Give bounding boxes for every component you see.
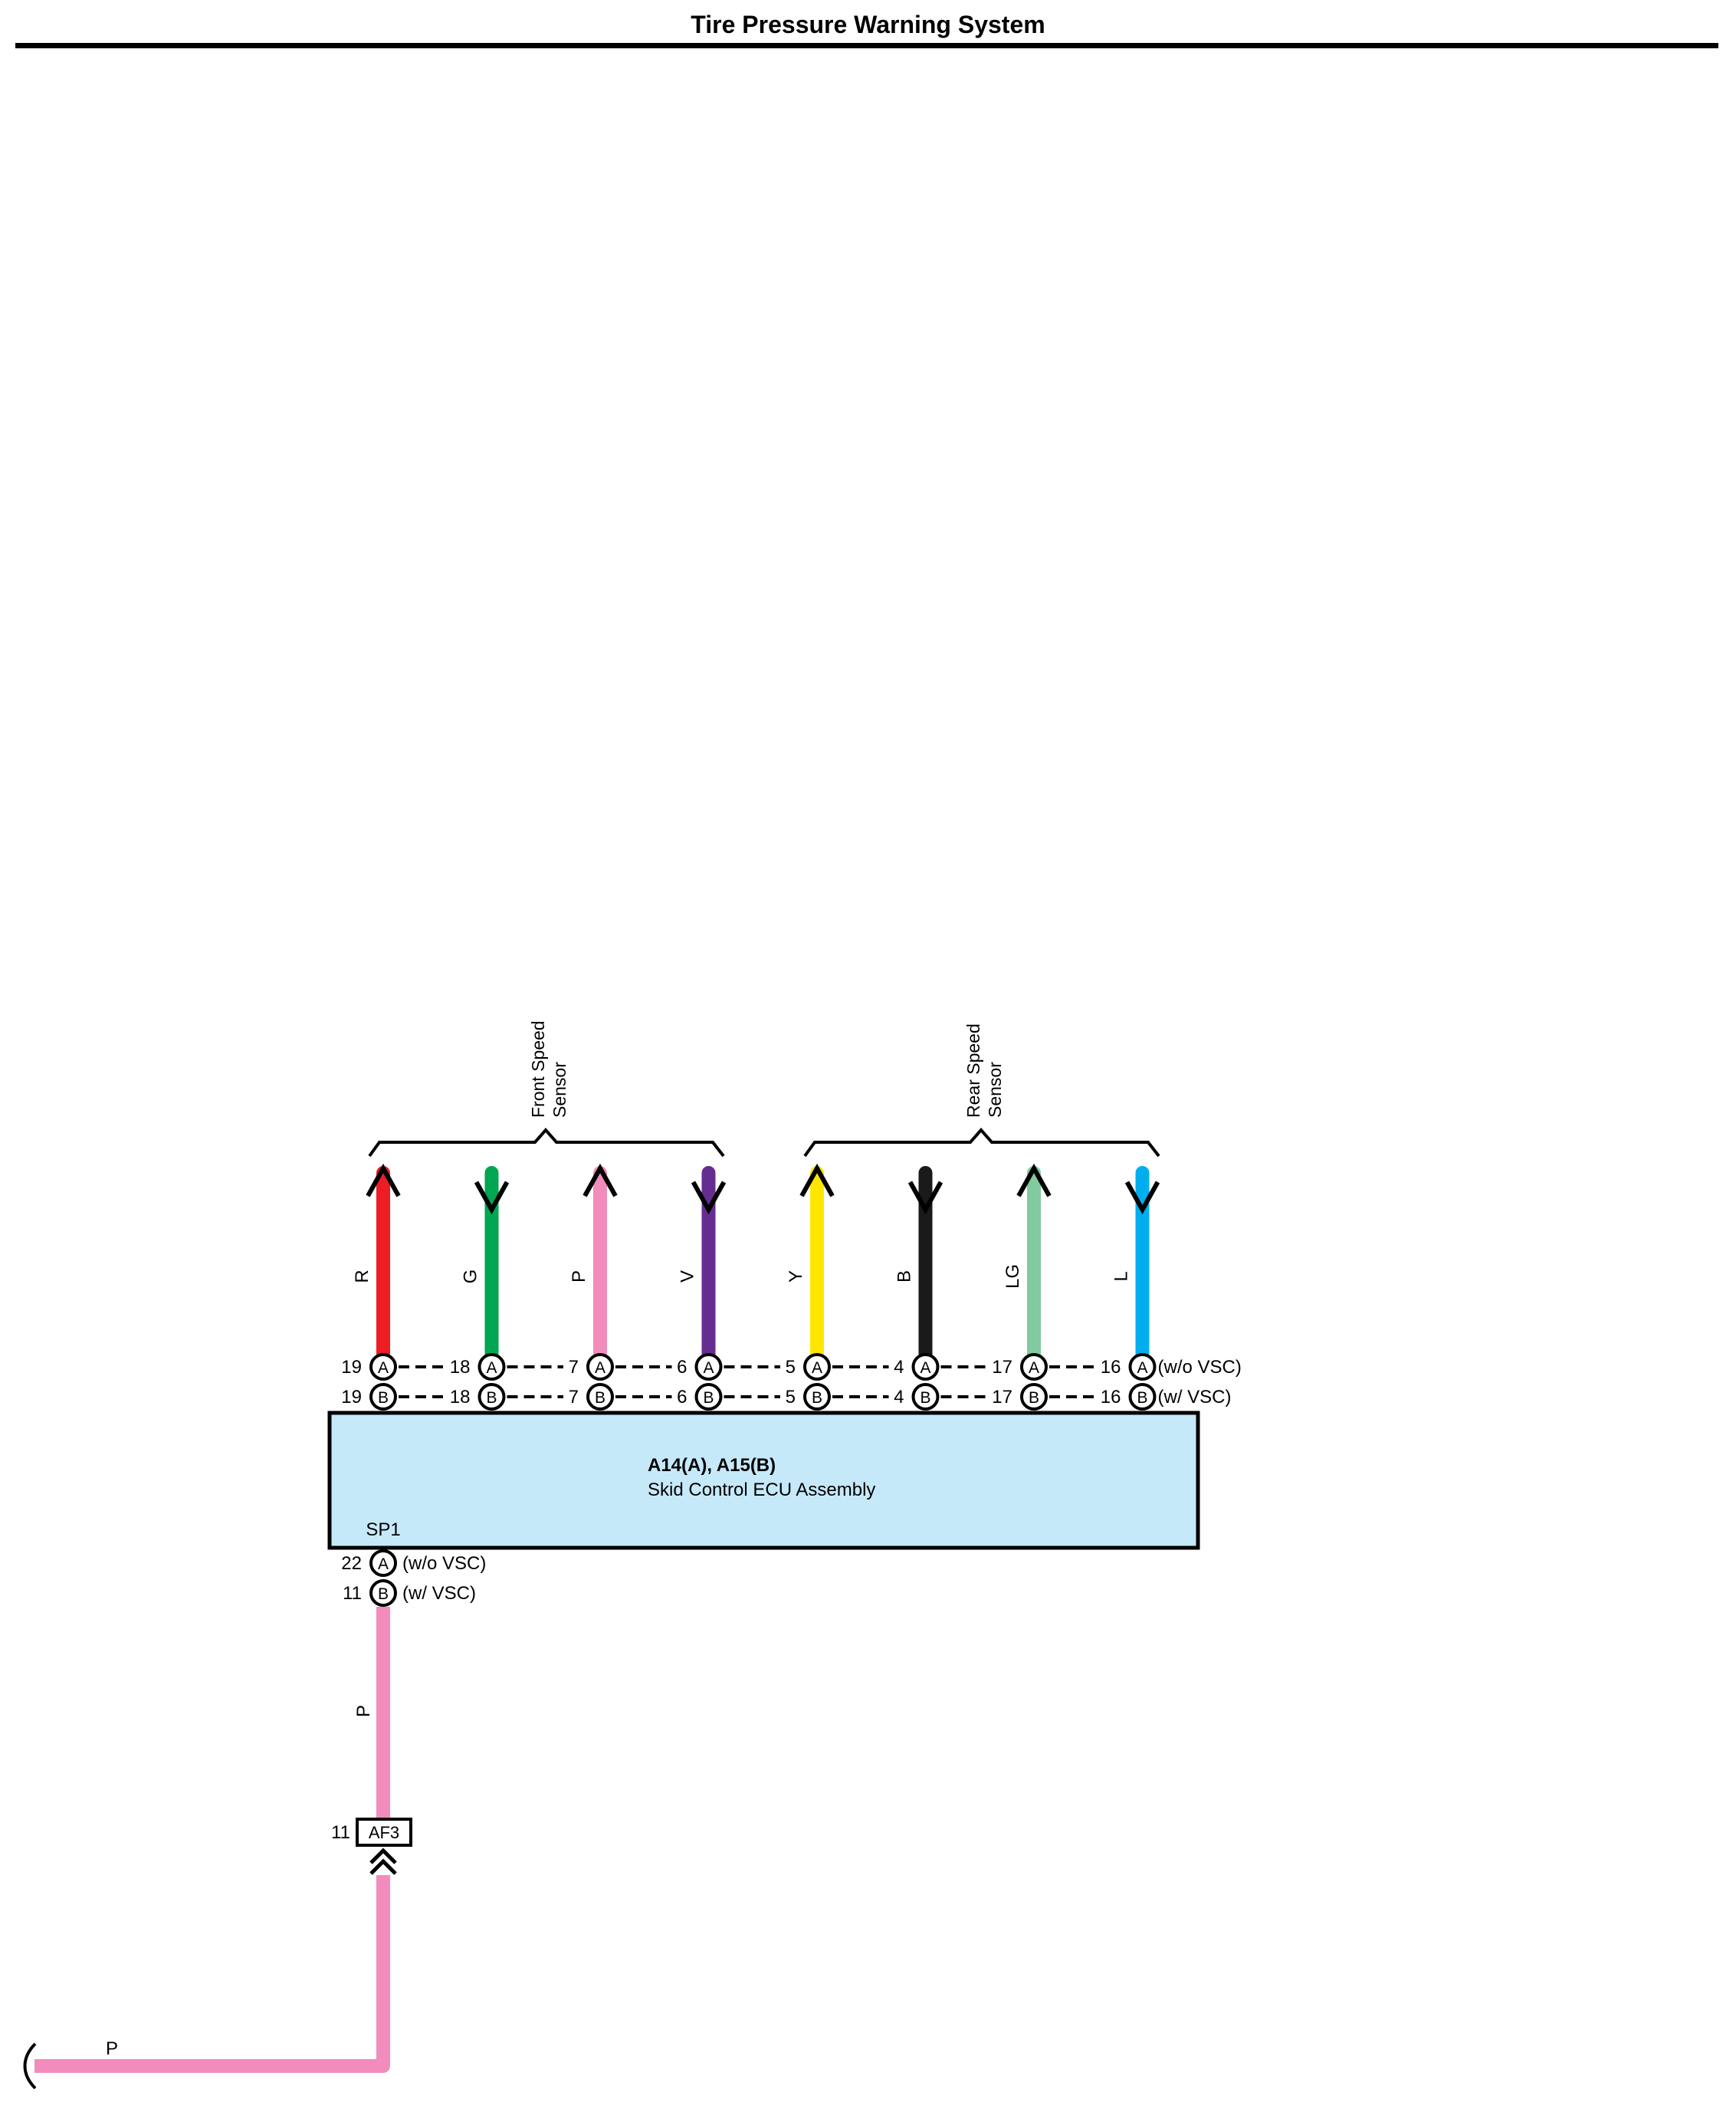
pin-b-number: 18 <box>450 1387 471 1407</box>
pin-a-circle <box>477 1353 506 1381</box>
pin-a-number: 4 <box>894 1357 904 1378</box>
wire-color-code: Y <box>786 1270 806 1283</box>
arrow-up-icon <box>366 1163 401 1197</box>
arrow-down-icon <box>691 1181 727 1215</box>
pin-b-number: 6 <box>677 1387 687 1407</box>
output-pin-b-letter: B <box>378 1585 389 1603</box>
output-pin-a-letter: A <box>378 1555 389 1573</box>
wire-break-mark <box>23 2042 37 2090</box>
junction-chevron-upper <box>369 1848 397 1864</box>
pin-b-circle <box>477 1383 506 1411</box>
pin-b-letter: B <box>1137 1389 1147 1407</box>
output-pin-a-number: 22 <box>341 1553 362 1574</box>
pin-a-number: 19 <box>341 1357 362 1378</box>
pin-b-circle <box>369 1383 397 1411</box>
pin-b-letter: B <box>920 1389 930 1407</box>
arrow-down-icon <box>907 1181 943 1215</box>
output-wire-color-code: P <box>353 1705 374 1717</box>
wire-color-code: P <box>569 1270 589 1283</box>
sensor-wires: R19A19BFL+G18A18BFL−P7A7BFR+V6A6BFR−Y5A5… <box>341 1163 1242 1440</box>
pin-a-letter: A <box>486 1359 497 1377</box>
front-sensor-brace <box>368 1127 725 1158</box>
output-pin-b-note: (w/ VSC) <box>402 1583 476 1604</box>
ecu-output-terminal: SP1 <box>366 1519 400 1540</box>
pin-b-number: 17 <box>992 1387 1012 1407</box>
pin-b-number: 7 <box>569 1387 579 1407</box>
arrow-up-icon <box>799 1163 835 1197</box>
pin-a-number: 16 <box>1101 1357 1121 1378</box>
pin-b-letter: B <box>703 1389 714 1407</box>
pin-a-circle <box>586 1353 614 1381</box>
pin-b-circle <box>1128 1383 1157 1411</box>
pin-a-circle <box>369 1353 397 1381</box>
output-pin-b-number: 11 <box>343 1583 362 1604</box>
wire-color-code: V <box>678 1270 698 1283</box>
pin-b-number: 16 <box>1101 1387 1121 1407</box>
pin-a-number: 7 <box>569 1357 579 1378</box>
pin-b-letter: B <box>812 1389 822 1407</box>
pin-a-letter: A <box>812 1359 822 1377</box>
output-pin-a-note: (w/o VSC) <box>402 1553 486 1574</box>
pin-b-number: 4 <box>894 1387 904 1407</box>
lower-wire-color-code: P <box>106 2038 118 2059</box>
ecu-box <box>327 1411 1200 1550</box>
pin-a-number: 17 <box>992 1357 1012 1378</box>
junction-name: AF3 <box>369 1823 399 1842</box>
lower-wire <box>34 1875 390 2073</box>
pin-a-letter: A <box>1029 1359 1039 1377</box>
wire-color-code: B <box>894 1270 915 1283</box>
arrow-down-icon <box>474 1181 510 1215</box>
junction-connector-box <box>356 1818 412 1847</box>
arrow-up-icon <box>582 1163 618 1197</box>
front-sensor-label-line2: Sensor <box>550 1062 569 1118</box>
pin-a-circle <box>1128 1353 1157 1381</box>
arrow-up-icon <box>1016 1163 1052 1197</box>
pin-a-letter: A <box>1137 1359 1147 1377</box>
junction-pin-number: 11 <box>331 1822 350 1843</box>
connector-a-note: (w/o VSC) <box>1158 1357 1242 1378</box>
ecu-name: A14(A), A15(B) <box>648 1455 776 1476</box>
junction-chevron-lower <box>369 1858 397 1875</box>
pin-a-circle <box>911 1353 940 1381</box>
wire-color-code: LG <box>1003 1264 1023 1289</box>
pin-b-letter: B <box>486 1389 497 1407</box>
page-title: Tire Pressure Warning System <box>691 11 1045 38</box>
wire-color-code: L <box>1111 1271 1132 1281</box>
ecu-description: Skid Control ECU Assembly <box>648 1480 875 1500</box>
pin-a-number: 6 <box>677 1357 687 1378</box>
pin-b-circle <box>803 1383 831 1411</box>
page-header: Tire Pressure Warning System <box>0 0 1736 54</box>
pin-b-letter: B <box>595 1389 605 1407</box>
output-pin-b <box>369 1579 397 1607</box>
wire-color-code: G <box>461 1269 481 1284</box>
output-pin-a <box>369 1549 397 1577</box>
pin-a-number: 5 <box>786 1357 796 1378</box>
pin-b-circle <box>586 1383 614 1411</box>
wire-color-code: R <box>352 1269 372 1283</box>
rear-sensor-label-line1: Rear Speed <box>963 1023 983 1118</box>
rear-sensor-brace <box>803 1127 1160 1158</box>
pin-a-circle <box>694 1353 723 1381</box>
pin-b-number: 19 <box>341 1387 362 1407</box>
pin-a-circle <box>803 1353 831 1381</box>
header-rule <box>15 43 1718 48</box>
pin-b-number: 5 <box>786 1387 796 1407</box>
rear-sensor-label-line2: Sensor <box>985 1062 1005 1118</box>
pin-a-number: 18 <box>450 1357 471 1378</box>
connector-b-note: (w/ VSC) <box>1158 1387 1232 1407</box>
pin-a-circle <box>1020 1353 1048 1381</box>
front-sensor-label-line1: Front Speed <box>528 1020 548 1118</box>
pin-a-letter: A <box>920 1359 930 1377</box>
arrow-down-icon <box>1124 1181 1160 1215</box>
pin-b-circle <box>911 1383 940 1411</box>
pin-a-letter: A <box>595 1359 605 1377</box>
pin-a-letter: A <box>703 1359 714 1377</box>
pin-b-circle <box>694 1383 723 1411</box>
pin-a-letter: A <box>378 1359 389 1377</box>
pin-b-letter: B <box>378 1389 389 1407</box>
pin-b-letter: B <box>1029 1389 1039 1407</box>
pin-b-circle <box>1020 1383 1048 1411</box>
